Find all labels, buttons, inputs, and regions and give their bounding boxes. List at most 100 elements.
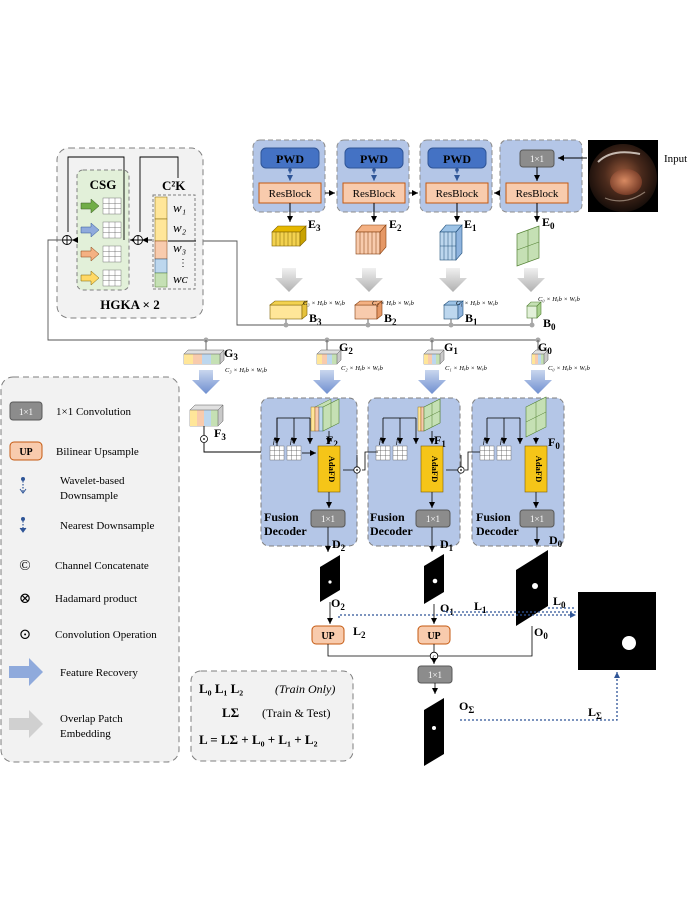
g0-block	[531, 349, 549, 365]
fl-label: fₗ	[379, 436, 383, 445]
e3-label: E3	[308, 217, 321, 233]
loss-line2: LΣ	[222, 705, 239, 720]
decoder-1: F1 fₗ fₕ AdaFD 1×1 Fusion Decoder D1	[367, 397, 461, 553]
encoder-block-2: PWD ResBlock	[336, 139, 410, 222]
input-image	[588, 140, 658, 212]
legend-nearest: Nearest Downsample	[60, 520, 155, 532]
concat-icon: ©	[19, 558, 30, 574]
conv1x1-label: 1×1	[530, 154, 544, 164]
wavelet-downsample-icon	[19, 477, 27, 494]
decoder-0: F0 fₗ fₕ AdaFD 1×1 Fusion Decoder D0	[471, 396, 565, 549]
convop-icon: ⊙	[19, 627, 32, 643]
legend-upsample: Bilinear Upsample	[56, 446, 139, 458]
c2k-column	[152, 194, 196, 290]
fusion-label: Fusion	[476, 510, 511, 524]
mask-o2	[320, 555, 340, 602]
fusion-label: Fusion	[370, 510, 405, 524]
svg-text:c: c	[432, 653, 435, 661]
legend: 1×1 1×1 Convolution UP Bilinear Upsample…	[0, 376, 180, 763]
decoder-2: F2 fₗ fₕ AdaFD 1×1 Fusion Decoder D2	[260, 397, 358, 553]
up-legend-icon	[9, 441, 43, 461]
conv1x1-label: 1×1	[426, 514, 440, 524]
fh-label: fₕ	[396, 436, 402, 445]
hgka-lines	[67, 156, 196, 243]
pwd-label: PWD	[276, 152, 304, 166]
legend-recovery: Feature Recovery	[60, 667, 138, 679]
g2-dims: C₂ × Hₑb × Wₑb	[341, 365, 384, 372]
d2-label: D2	[332, 537, 346, 553]
b2-dims: C₂ × Hₑb × Wₑb	[372, 300, 415, 307]
fusion-output: UP UP c 1×1	[311, 602, 533, 766]
legend-wavelet: Wavelet-based	[60, 475, 125, 487]
c2k-label: C²K	[162, 178, 186, 193]
w2-label: w₂	[173, 220, 187, 235]
feature-e1	[439, 224, 463, 261]
b3-dims: C₃ × Hₑb × Wₑb	[303, 300, 346, 307]
fh-label: fₕ	[290, 436, 296, 445]
recovery-arrow	[418, 370, 446, 394]
g-row: G3 C₃ × Hₑb × Wₑb G2 C₂ × Hₑb × Wₑb G1 C…	[183, 340, 591, 394]
resblock-label: ResBlock	[269, 188, 312, 200]
g3-dims: C₃ × Hₑb × Wₑb	[225, 367, 268, 374]
loss-box: L₀ L₁ L₂ (Train Only) LΣ (Train & Test) …	[190, 670, 354, 762]
w3-label: w₃	[173, 240, 186, 255]
e1-label: E1	[464, 217, 477, 233]
conv-legend-icon	[9, 401, 43, 421]
conv1x1-label: 1×1	[428, 670, 442, 680]
hgka-panel: CSG C²K w₁ w₂ w₃ ⋮ wᴄ HGKA	[47, 147, 541, 352]
embedding-arrows	[275, 268, 545, 292]
o0-label: O0	[534, 625, 548, 641]
legend-overlap: Overlap Patch	[60, 713, 123, 725]
loss-line2-note: (Train & Test)	[262, 706, 331, 720]
recovery-arrow	[524, 370, 552, 394]
input-label: Input	[664, 153, 687, 165]
g2-block	[316, 349, 342, 365]
fusion-label: Fusion	[264, 510, 299, 524]
mask-o1	[424, 554, 444, 604]
b0-dims: C₀ × Hₑb × Wₑb	[538, 296, 581, 303]
up-label: UP	[321, 631, 334, 642]
conv-icon-text: 1×1	[19, 407, 33, 417]
fl-label: fₗ	[483, 436, 487, 445]
nearest-downsample-icon	[19, 517, 27, 533]
legend-convop: Convolution Operation	[55, 629, 157, 641]
decoder-label: Decoder	[370, 524, 413, 538]
patch-embedding-icon	[9, 710, 43, 738]
pwd-label: PWD	[443, 152, 471, 166]
d0-label: D0	[549, 533, 563, 549]
conv1x1-label: 1×1	[530, 514, 544, 524]
csg-arrows	[80, 198, 100, 286]
feature-f3	[189, 404, 224, 427]
fl-label: fₗ	[273, 436, 277, 445]
g3-label: G3	[224, 346, 238, 362]
up-icon-text: UP	[19, 447, 32, 458]
g0-dims: C₀ × Hₑb × Wₑb	[548, 365, 591, 372]
g3-block	[183, 349, 225, 365]
encoder-block-3: PWD ResBlock	[252, 139, 326, 222]
b1-label: B1	[465, 311, 478, 327]
g1-dims: C₁ × Hₑb × Wₑb	[445, 365, 488, 372]
up-label: UP	[427, 631, 440, 642]
feature-e2	[355, 224, 387, 255]
b2-block	[354, 300, 383, 320]
feature-e3	[271, 225, 307, 247]
wc-label: wᴄ	[173, 271, 189, 286]
adafd-label: AdaFD	[327, 456, 337, 482]
legend-conv: 1×1 Convolution	[56, 406, 131, 418]
encoder-block-1: PWD ResBlock	[419, 139, 493, 222]
hadamard-icon: ⊗	[19, 591, 32, 607]
feature-e0	[516, 225, 540, 267]
g1-label: G1	[444, 340, 458, 356]
f0-label: F0	[548, 435, 560, 451]
resblock-label: ResBlock	[516, 188, 559, 200]
loss-line1-note: (Train Only)	[275, 682, 335, 696]
legend-downsample: Downsample	[60, 490, 118, 502]
conv1x1-label: 1×1	[321, 514, 335, 524]
w-dots: ⋮	[178, 258, 188, 269]
l1-label: L1	[474, 599, 487, 615]
legend-concat: Channel Concatenate	[55, 560, 149, 572]
f3-label: F3	[214, 426, 226, 442]
w1-label: w₁	[173, 200, 186, 215]
lsum-label: LΣ	[588, 705, 602, 721]
